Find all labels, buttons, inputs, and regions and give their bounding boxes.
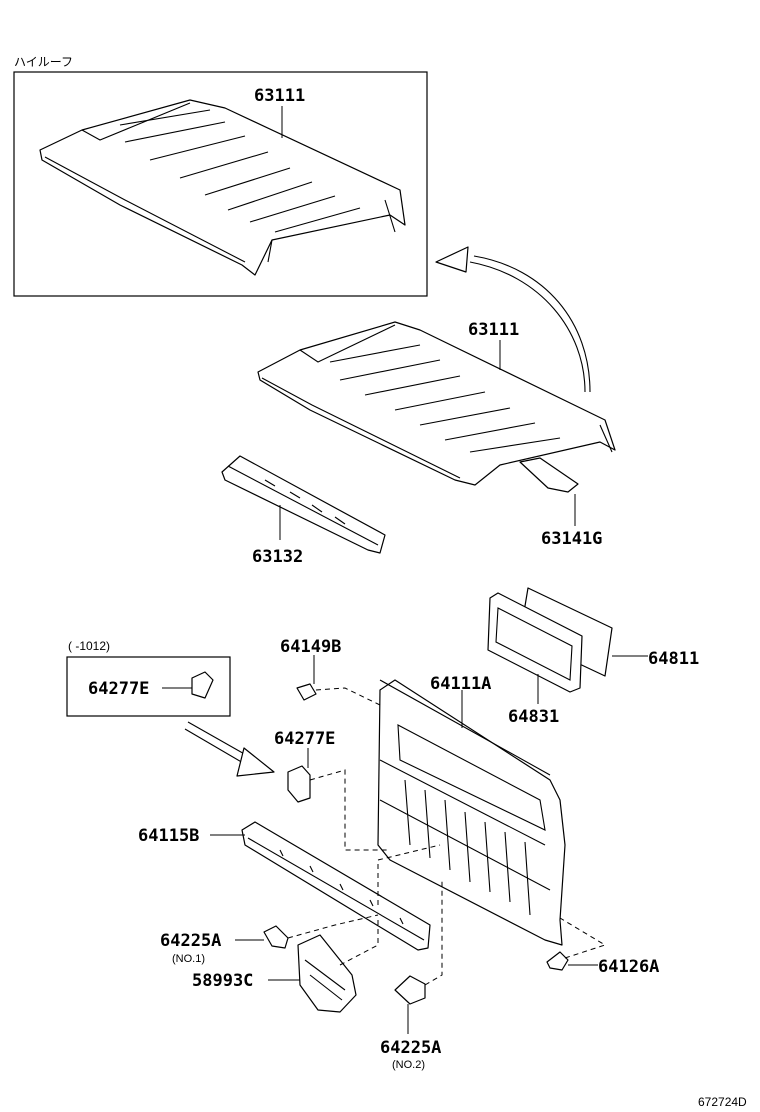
bracket-top-drawing [296,683,317,701]
straight-arrow-head [236,747,275,777]
high-roof-frame [13,71,428,297]
label-clip-no2-64225A: 64225A [380,1038,441,1058]
label-bracket-top-64149B: 64149B [280,637,341,657]
label-roof-panel-63111: 63111 [468,320,519,340]
clip-no2-drawing [394,975,426,1005]
roof-header-drawing [221,455,386,554]
back-panel-drawing [377,679,566,946]
window-seal-drawing [487,592,583,693]
clip-no1-drawing [263,925,289,949]
label-high-roof-63111: 63111 [254,86,305,106]
crossmember-drawing [241,821,431,951]
label-window-seal-64831: 64831 [508,707,559,727]
label-roof-bow-63141G: 63141G [541,529,602,549]
inset-frame [66,656,231,717]
dash-clip-no1 [287,914,379,939]
label-bracket-side-64277E: 64277E [274,729,335,749]
dash-clip-no2 [424,880,443,986]
note-clip-no2: (NO.2) [392,1059,425,1071]
label-roof-header-63132: 63132 [252,547,303,567]
window-seal-inner [495,607,573,681]
inset-date-note: ( -1012) [68,639,110,653]
label-window-glass-64811: 64811 [648,649,699,669]
curved-arrow-head [435,246,469,273]
dash-bracket-right [559,917,607,959]
dash-crossmember [377,844,441,905]
label-bracket-right-64126A: 64126A [598,957,659,977]
roof-bow-drawing [519,457,579,493]
high-roof-panel-drawing [39,99,406,276]
dash-bracket-top [315,687,381,706]
curved-arrow-line [469,261,586,393]
label-clip-no1-64225A: 64225A [160,931,221,951]
dash-extension [339,920,379,966]
note-clip-no1: (NO.1) [172,953,205,965]
straight-arrow-line-2 [184,728,251,768]
label-back-panel-64111A: 64111A [430,674,491,694]
inset-clip-drawing [191,671,214,699]
curved-arrow-line-2 [473,255,591,393]
high-roof-caption: ハイルーフ [14,55,73,69]
dash-bracket-side [309,769,390,851]
inset-label-64277E: 64277E [88,679,149,699]
bracket-side-drawing [287,765,311,803]
label-crossmember-64115B: 64115B [138,826,199,846]
extension-drawing [297,934,357,1013]
label-extension-58993C: 58993C [192,971,253,991]
bracket-right-drawing [546,951,569,971]
figure-code: 672724D [698,1095,747,1109]
roof-panel-drawing [257,321,616,486]
